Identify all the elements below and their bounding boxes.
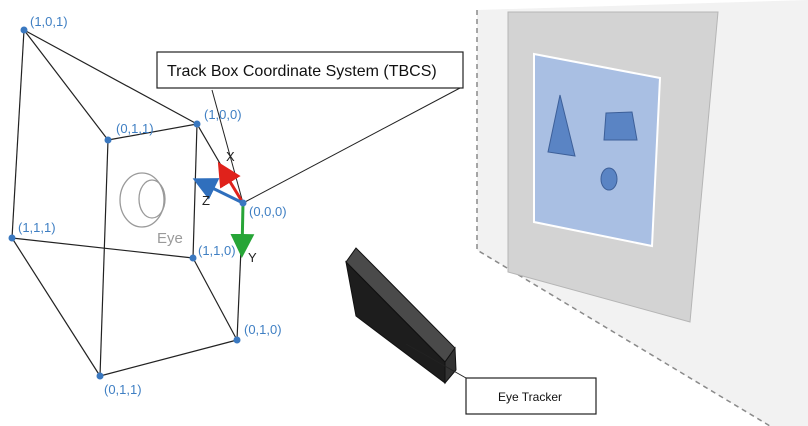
eye-label: Eye bbox=[157, 230, 183, 247]
point-101 bbox=[20, 26, 28, 34]
point-010 bbox=[233, 336, 241, 344]
label-010: (0,1,0) bbox=[244, 322, 282, 337]
point-000 bbox=[239, 199, 247, 207]
point-011-bottom bbox=[96, 372, 104, 380]
label-110: (1,1,0) bbox=[198, 243, 236, 258]
label-011-top: (0,1,1) bbox=[116, 121, 154, 136]
edge-111-110 bbox=[11, 237, 194, 259]
tbcs-callout-box bbox=[156, 51, 464, 89]
z-axis-label: Z bbox=[202, 193, 210, 208]
label-011-bottom: (0,1,1) bbox=[104, 382, 142, 397]
edge-100-110 bbox=[192, 123, 198, 259]
point-111 bbox=[8, 234, 16, 242]
x-axis-label: X bbox=[226, 149, 235, 164]
triangle-stimulus bbox=[547, 94, 576, 157]
edge-101-100 bbox=[23, 29, 198, 125]
label-101: (1,0,1) bbox=[30, 14, 68, 29]
tracker-leader-line bbox=[405, 343, 467, 379]
edge-110-010 bbox=[192, 257, 238, 341]
edge-011-011b bbox=[99, 139, 109, 377]
label-100: (1,0,0) bbox=[204, 107, 242, 122]
point-011-top bbox=[104, 136, 112, 144]
y-axis-arrow bbox=[230, 202, 255, 258]
edge-100-011 bbox=[107, 123, 198, 141]
corner-points bbox=[8, 26, 247, 380]
tracker-side bbox=[444, 346, 457, 385]
point-110 bbox=[189, 254, 197, 262]
eye-illustration bbox=[119, 172, 166, 228]
trapezoid-stimulus bbox=[603, 111, 638, 141]
monitor-screen bbox=[533, 52, 662, 248]
tbcs-callout: Track Box Coordinate System (TBCS) bbox=[156, 51, 464, 204]
edge-101-011 bbox=[23, 29, 109, 141]
label-111: (1,1,1) bbox=[18, 220, 56, 235]
tbcs-callout-text: Track Box Coordinate System (TBCS) bbox=[167, 63, 437, 80]
z-axis-arrow bbox=[192, 178, 244, 205]
tracker-callout-text: Eye Tracker bbox=[498, 390, 562, 404]
label-000: (0,0,0) bbox=[249, 204, 287, 219]
eye-tracker-device: Eye Tracker bbox=[345, 247, 597, 415]
x-axis-arrow bbox=[217, 161, 245, 204]
y-axis-label: Y bbox=[248, 250, 257, 265]
circle-stimulus bbox=[600, 167, 618, 191]
corner-labels: (1,0,1) (1,0,0) (0,1,1) (0,0,0) (1,1,1) … bbox=[18, 14, 287, 397]
axes: X Z Y bbox=[192, 149, 257, 265]
point-100 bbox=[193, 120, 201, 128]
monitor-panel bbox=[476, 0, 808, 426]
edge-011b-010 bbox=[99, 339, 238, 377]
tracker-callout-box bbox=[465, 377, 597, 415]
edge-111-011b bbox=[11, 237, 101, 377]
edge-101-111 bbox=[11, 29, 25, 239]
